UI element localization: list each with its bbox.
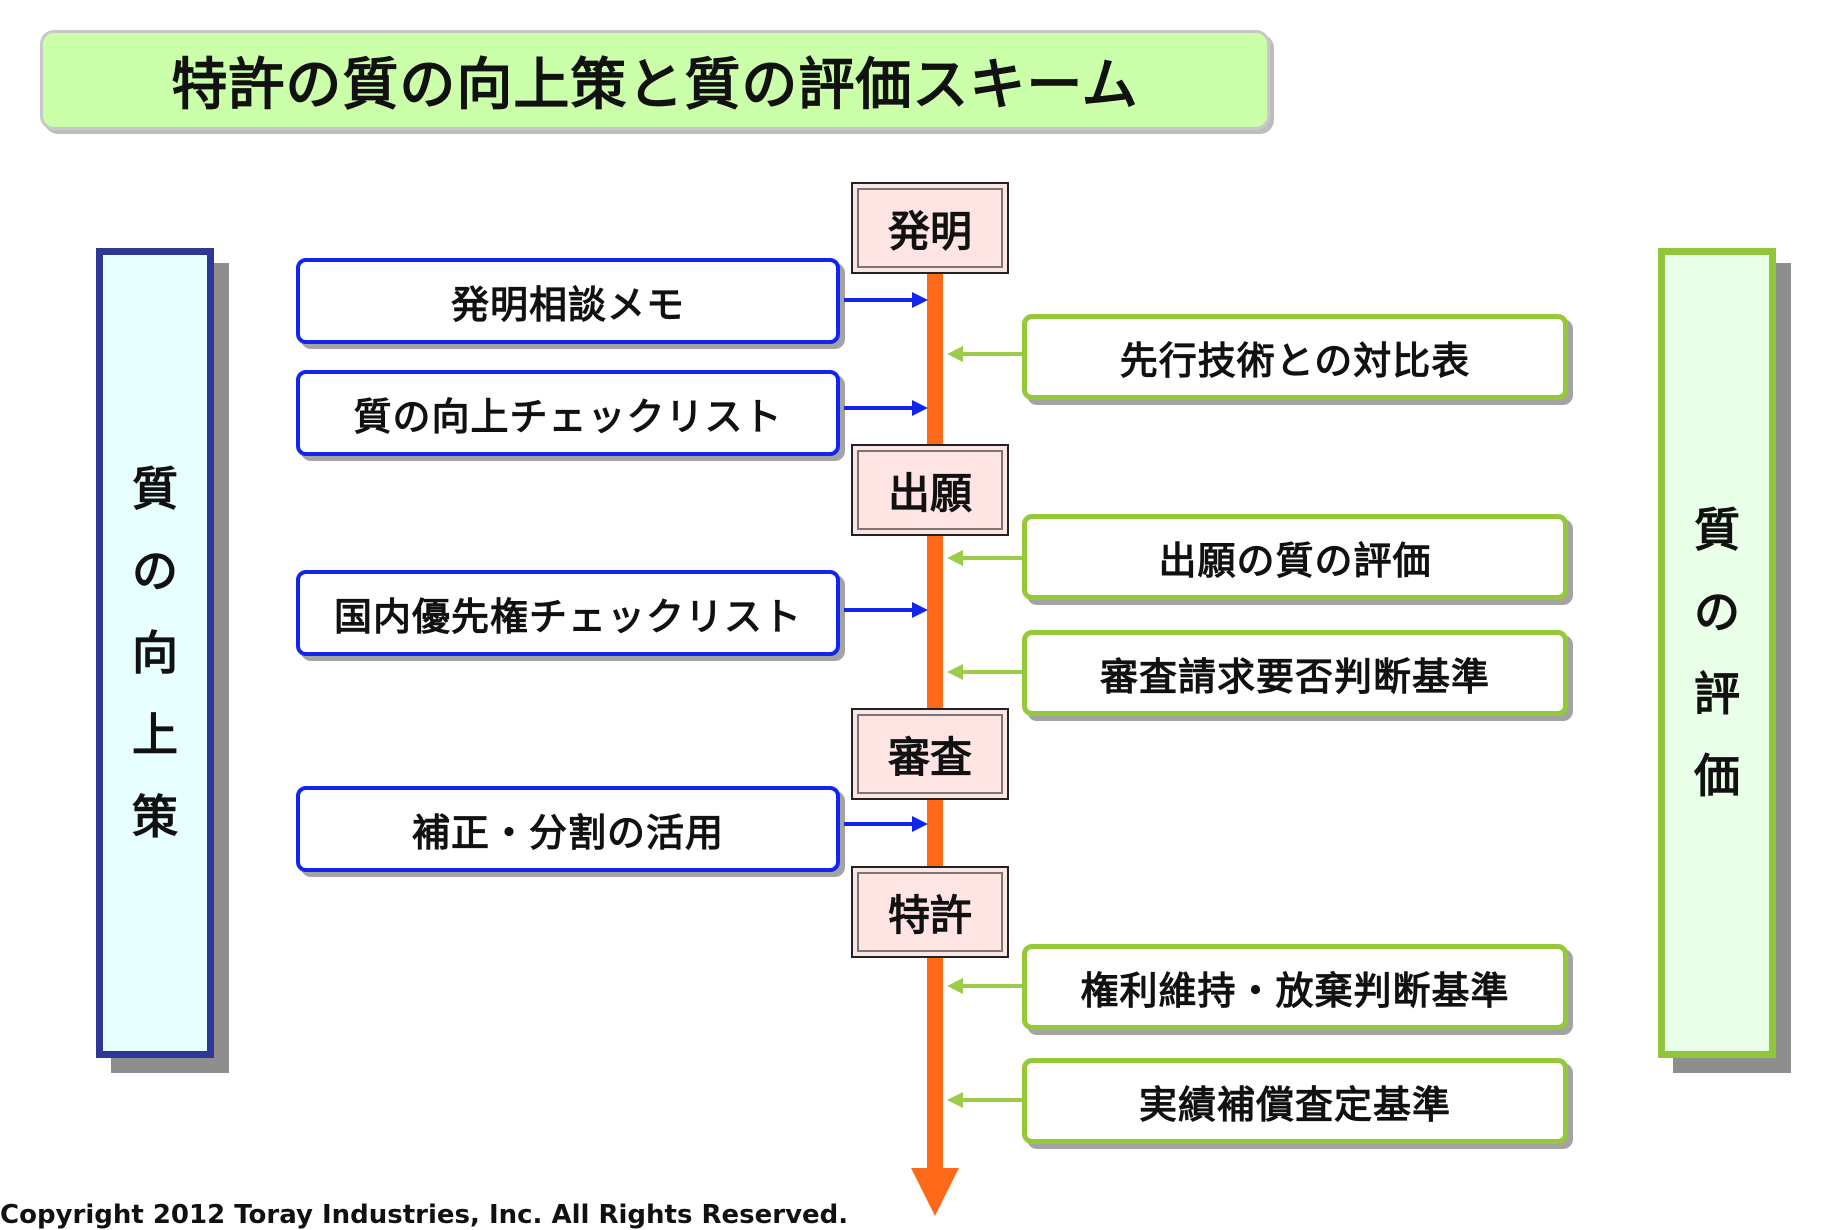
arrow-right-icon [912, 400, 928, 416]
panel-char: 価 [1694, 749, 1740, 803]
evaluation-item: 審査請求要否判断基準 [1022, 630, 1568, 716]
improvement-connector [844, 298, 920, 302]
improvement-connector [844, 406, 920, 410]
panel-char: 評 [1694, 667, 1740, 721]
copyright-notice: Copyright 2012 Toray Industries, Inc. Al… [0, 1200, 849, 1230]
panel-char: の [132, 544, 178, 598]
improvement-item: 補正・分割の活用 [296, 786, 840, 872]
improvement-item: 国内優先権チェックリスト [296, 570, 840, 656]
evaluation-item: 出願の質の評価 [1022, 514, 1568, 600]
quality-evaluation-panel: 質 の 評 価 [1658, 248, 1776, 1058]
evaluation-item: 実績補償査定基準 [1022, 1058, 1568, 1144]
evaluation-connector [961, 1098, 1022, 1102]
stage-application: 出願 [851, 444, 1009, 536]
arrow-left-icon [947, 664, 963, 680]
arrow-left-icon [947, 978, 963, 994]
improvement-item: 発明相談メモ [296, 258, 840, 344]
arrow-right-icon [912, 292, 928, 308]
page-title: 特許の質の向上策と質の評価スキーム [40, 30, 1270, 130]
arrow-left-icon [947, 1092, 963, 1108]
arrow-right-icon [912, 816, 928, 832]
panel-char: の [1694, 585, 1740, 639]
evaluation-connector [961, 984, 1022, 988]
improvement-connector [844, 822, 920, 826]
evaluation-item: 権利維持・放棄判断基準 [1022, 944, 1568, 1030]
quality-improvement-panel: 質 の 向 上 策 [96, 248, 214, 1058]
evaluation-connector [961, 352, 1022, 356]
improvement-connector [844, 608, 920, 612]
panel-char: 向 [132, 626, 178, 680]
improvement-item: 質の向上チェックリスト [296, 370, 840, 456]
arrow-left-icon [947, 346, 963, 362]
stage-invention: 発明 [851, 182, 1009, 274]
panel-char: 策 [132, 790, 178, 844]
evaluation-connector [961, 556, 1022, 560]
arrow-left-icon [947, 550, 963, 566]
timeline-arrowhead [911, 1168, 959, 1216]
evaluation-connector [961, 670, 1022, 674]
stage-patent: 特許 [851, 866, 1009, 958]
panel-char: 質 [132, 462, 178, 516]
evaluation-item: 先行技術との対比表 [1022, 314, 1568, 400]
panel-char: 質 [1694, 503, 1740, 557]
panel-char: 上 [132, 708, 178, 762]
arrow-right-icon [912, 602, 928, 618]
stage-examination: 審査 [851, 708, 1009, 800]
